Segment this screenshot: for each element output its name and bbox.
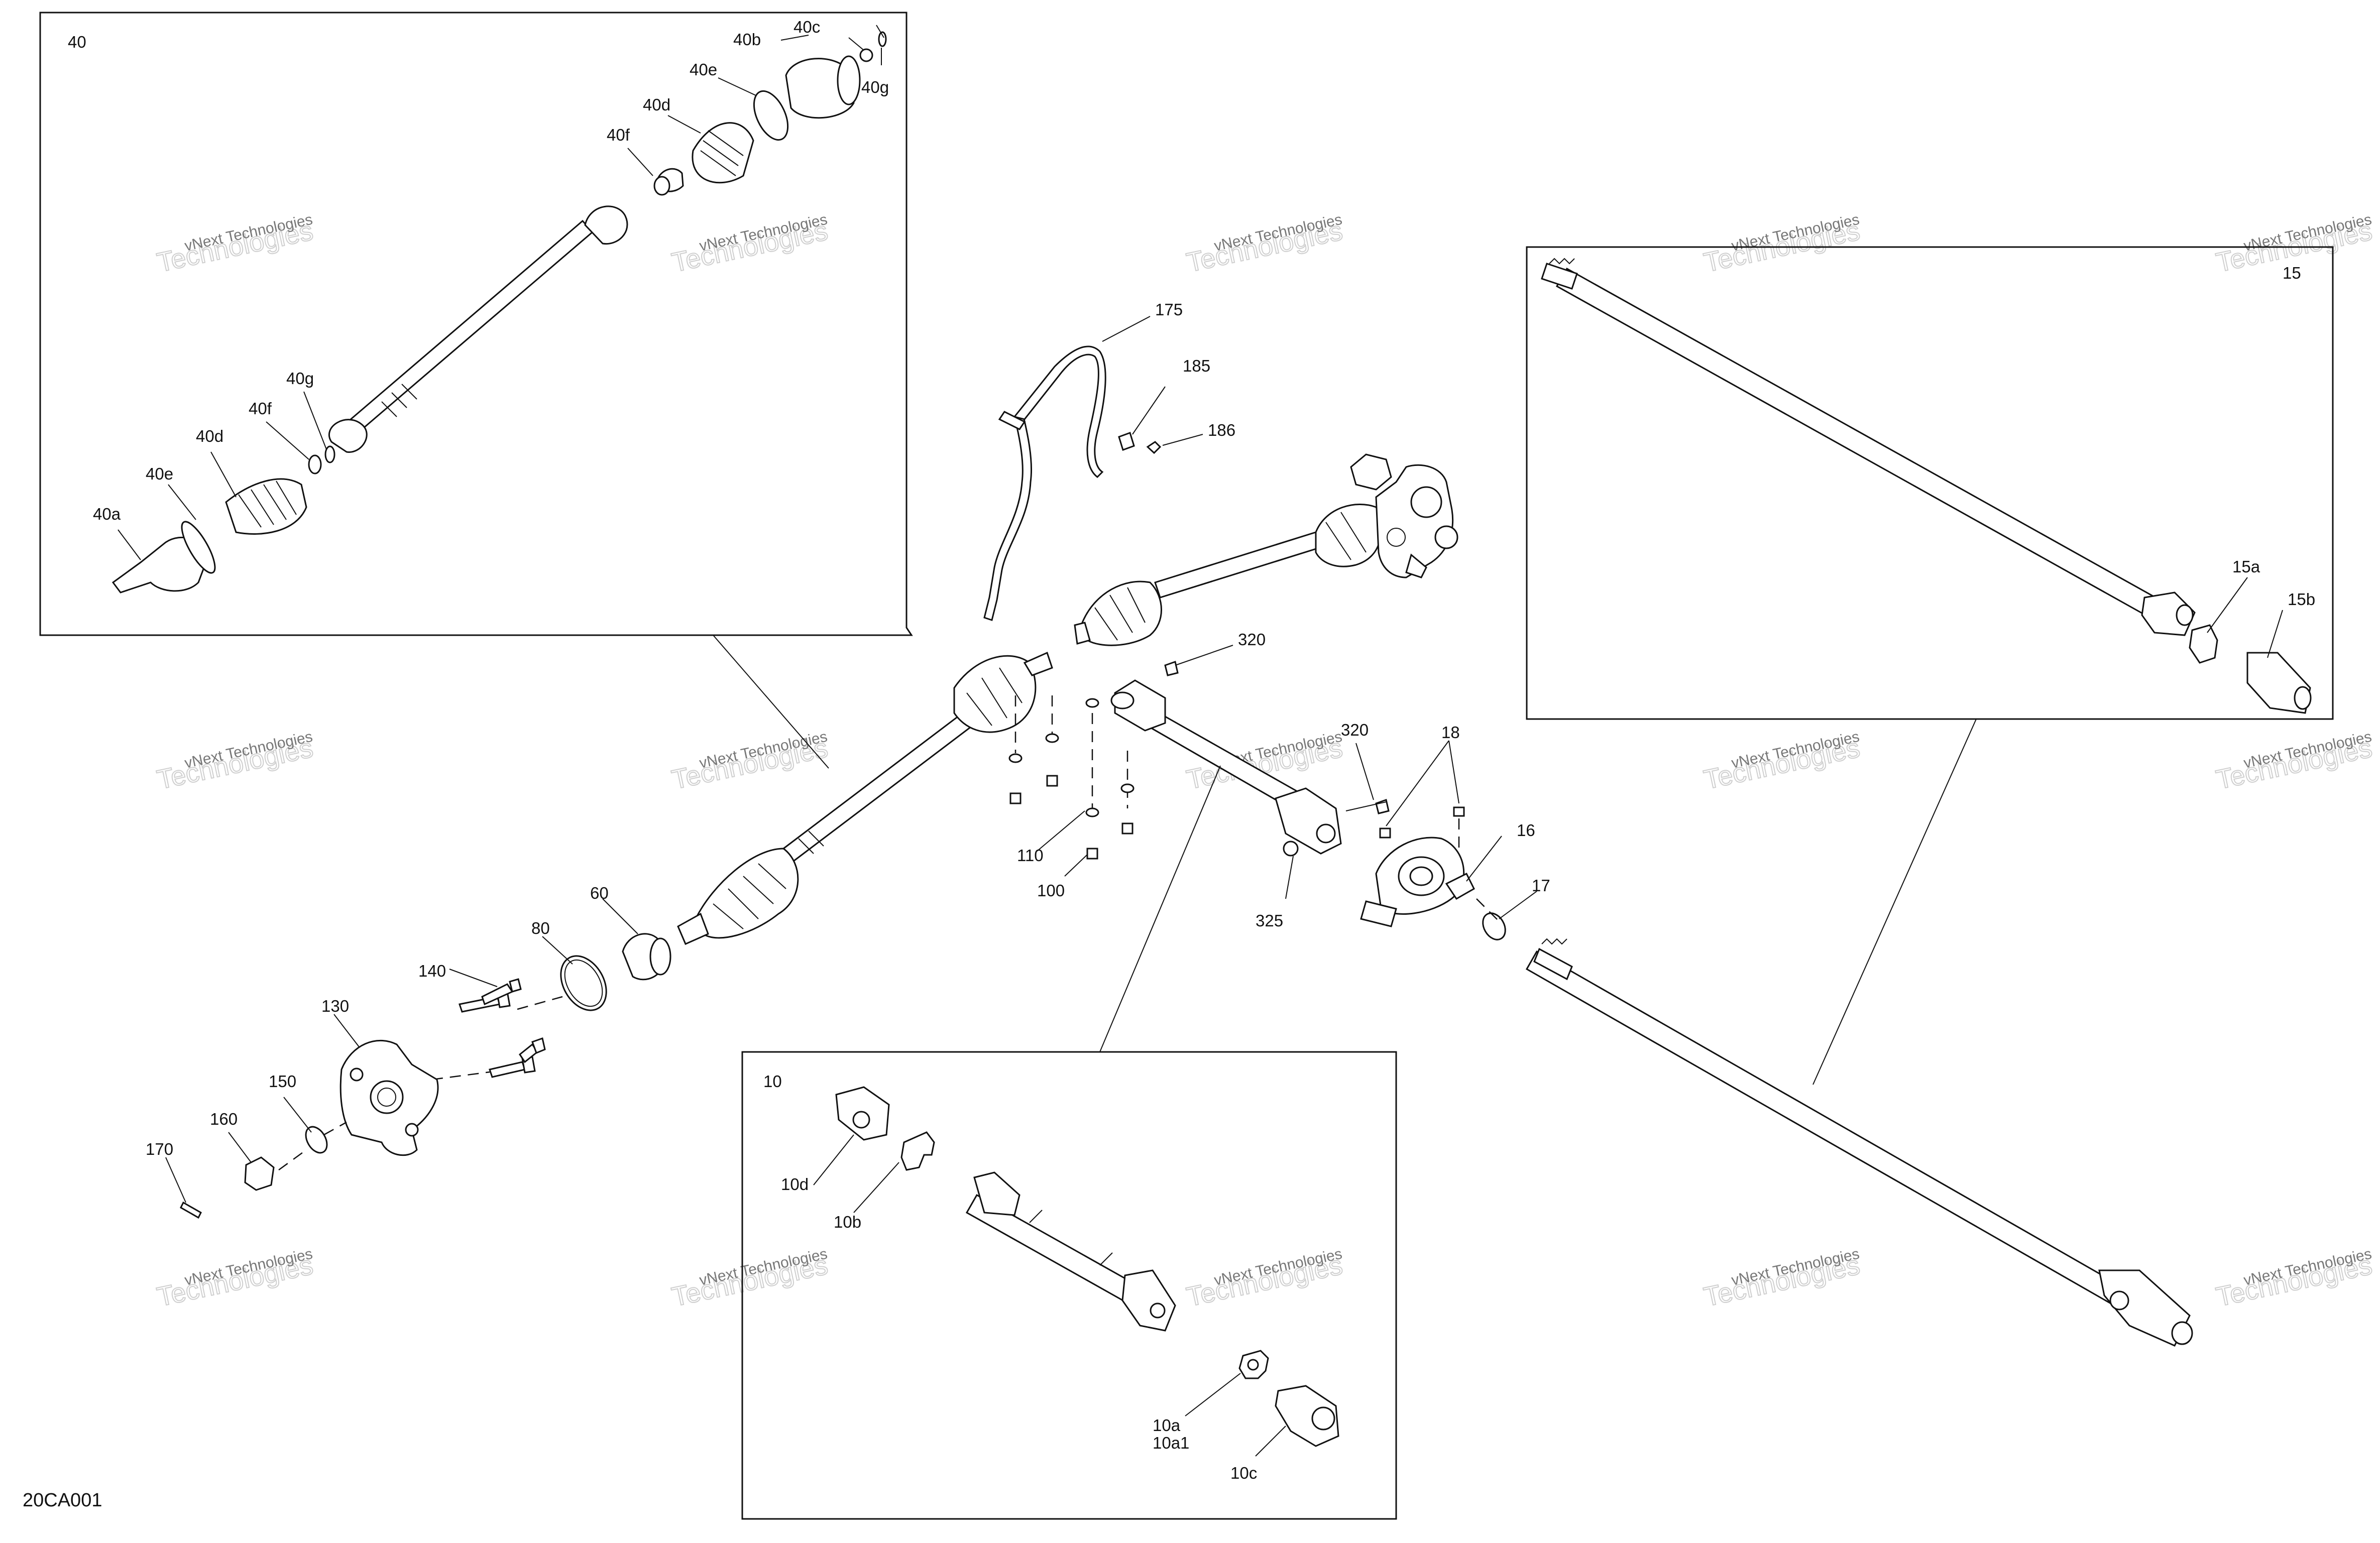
callout-40f-low: 40f — [249, 399, 272, 418]
callout-130: 130 — [321, 997, 349, 1015]
inset-40-connector — [713, 635, 829, 769]
callout-40a: 40a — [93, 505, 121, 523]
callout-40: 40 — [68, 33, 86, 51]
watermark: Technologies vNext Technologies — [1184, 1246, 1346, 1313]
watermark: Technologies vNext Technologies — [1701, 729, 1863, 796]
inset-upper-joint — [653, 31, 887, 196]
callout-185: 185 — [1183, 357, 1210, 375]
callout-320-mid: 320 — [1341, 721, 1369, 739]
callout-40d-low: 40d — [196, 427, 223, 445]
inset-15-frame — [1526, 246, 2334, 720]
fasteners-100-110 — [1008, 695, 1135, 877]
inset-10-connector — [1099, 765, 1221, 1052]
inset-15-connector — [1812, 719, 1977, 1085]
callout-40d-top: 40d — [643, 95, 670, 114]
watermark: Technologies vNext Technologies — [154, 729, 316, 796]
callout-150: 150 — [269, 1072, 296, 1091]
inset-axle-shaft — [328, 205, 628, 453]
callout-175: 175 — [1155, 300, 1183, 319]
main-cv-axle — [677, 651, 1053, 945]
hub-group — [165, 898, 671, 1219]
callout-40b: 40b — [733, 30, 761, 49]
callout-140: 140 — [418, 962, 446, 980]
breather-hose-175 — [983, 316, 1203, 621]
callout-325: 325 — [1256, 911, 1283, 930]
callout-18: 18 — [1441, 723, 1460, 742]
callout-110: 110 — [1017, 846, 1044, 865]
watermark: Technologies vNext Technologies — [2213, 1246, 2375, 1313]
inset-40: 40 — [39, 12, 913, 636]
callout-100: 100 — [1037, 881, 1065, 900]
front-drive-shaft — [1110, 645, 1390, 857]
callout-40g-top: 40g — [861, 78, 889, 96]
callout-10a: 10a — [1153, 1416, 1181, 1435]
center-bearing — [1360, 740, 1537, 940]
callout-16: 16 — [1517, 821, 1535, 840]
callout-40g-low: 40g — [286, 369, 314, 388]
watermark: Technologies vNext Technologies — [154, 211, 316, 279]
callout-40e-low: 40e — [146, 464, 173, 483]
callout-40f-top: 40f — [607, 126, 630, 144]
callout-15a: 15a — [2232, 557, 2260, 576]
callout-320-top: 320 — [1238, 630, 1266, 649]
diagram-code: 20CA001 — [23, 1490, 102, 1511]
rear-prop-shaft — [1525, 938, 2193, 1347]
watermark: Technologies vNext Technologies — [154, 1246, 316, 1313]
callout-160: 160 — [210, 1110, 238, 1128]
callout-15: 15 — [2283, 264, 2301, 282]
callout-17: 17 — [1532, 876, 1550, 895]
watermarks: Technologies vNext Technologies Technolo… — [154, 211, 2375, 1313]
leader-325 — [1285, 856, 1294, 899]
upper-axle — [1074, 453, 1458, 646]
callout-80: 80 — [531, 919, 550, 937]
callout-170: 170 — [146, 1140, 173, 1158]
inset-10: 10 10d 10b 10a 10a1 10c — [741, 1051, 1397, 1520]
callout-40c: 40c — [794, 18, 820, 36]
watermark: Technologies vNext Technologies — [1701, 211, 1863, 279]
callout-10: 10 — [763, 1072, 782, 1091]
leader-320 — [1355, 743, 1374, 800]
callout-60: 60 — [590, 884, 609, 902]
watermark: Technologies vNext Technologies — [2213, 729, 2375, 796]
callout-186: 186 — [1208, 421, 1235, 439]
watermark: Technologies vNext Technologies — [669, 729, 831, 796]
callout-15b: 15b — [2288, 590, 2315, 609]
watermark: Technologies vNext Technologies — [669, 1246, 831, 1313]
callout-10a1: 10a1 — [1153, 1434, 1189, 1452]
callout-10b: 10b — [834, 1213, 861, 1231]
watermark: Technologies vNext Technologies — [1184, 211, 1346, 279]
watermark: Technologies vNext Technologies — [669, 211, 831, 279]
inset-40-frame — [39, 12, 913, 636]
watermark: Technologies vNext Technologies — [1701, 1246, 1863, 1313]
inset-10-frame — [741, 1051, 1397, 1520]
callout-10d: 10d — [781, 1175, 809, 1194]
inset-lower-joint — [111, 445, 335, 594]
inset-15: 15 15a 15b — [1526, 246, 2334, 720]
callout-10c: 10c — [1230, 1464, 1257, 1482]
callout-40e-top: 40e — [690, 60, 717, 79]
